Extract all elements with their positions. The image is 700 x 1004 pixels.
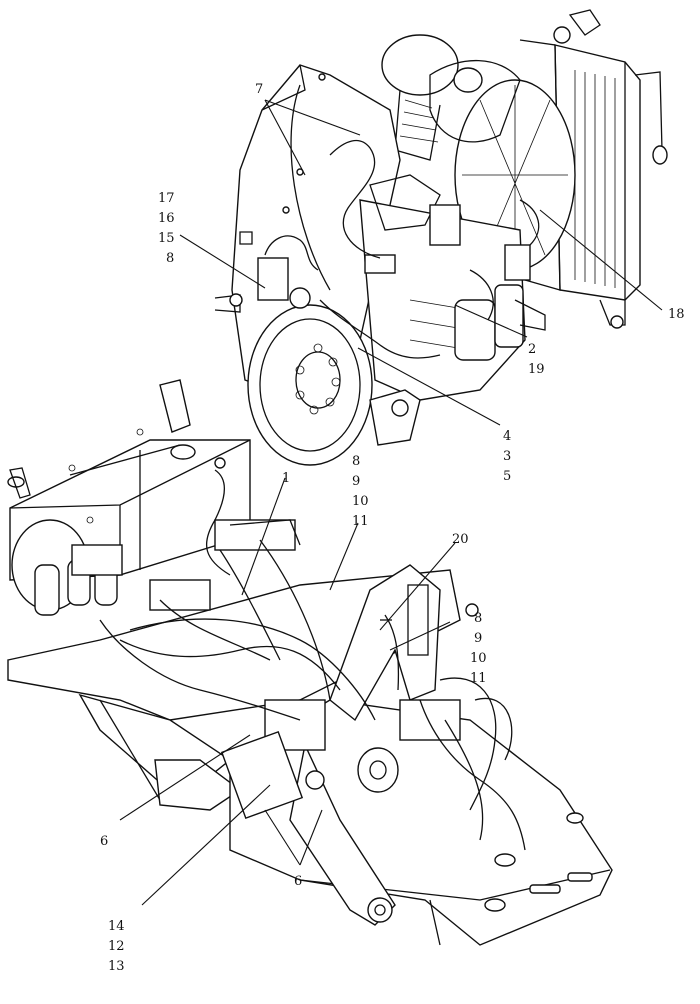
callout-label: 8: [352, 454, 360, 469]
callout-label: 14: [108, 919, 125, 934]
callout-17-16-15-8: 17 16 15 8: [158, 191, 175, 266]
callout-14-12-13: 14 12 13: [108, 919, 125, 974]
callout-label: 6: [100, 834, 108, 849]
callout-label: 2: [528, 342, 536, 357]
callout-7: 7: [255, 82, 263, 97]
callout-label: 4: [503, 429, 511, 444]
callout-label: 9: [474, 631, 482, 646]
engine-block: [231, 64, 546, 401]
chassis-harness: [206, 457, 479, 691]
callout-label: 19: [528, 362, 545, 377]
loader-arm: [289, 564, 441, 926]
callout-1: 1: [282, 471, 290, 486]
callout-label: 11: [470, 671, 487, 686]
callout-label: 1: [282, 471, 290, 486]
control-valves: [149, 519, 461, 820]
callout-label: 9: [352, 474, 360, 489]
callout-label: 6: [294, 874, 302, 889]
callout-label: 5: [503, 469, 511, 484]
engine-assembly: [214, 9, 668, 466]
filter-group: [34, 544, 123, 616]
callout-label: 7: [255, 82, 263, 97]
callout-label: 8: [166, 251, 174, 266]
engine-mount: [214, 293, 421, 446]
leader-lines: [119, 99, 663, 906]
callout-label: 8: [474, 611, 482, 626]
chassis-assembly: [7, 379, 613, 946]
callout-label: 17: [158, 191, 175, 206]
flywheel: [247, 304, 373, 466]
turbocharger: [381, 34, 521, 161]
callout-label: 3: [503, 449, 511, 464]
callout-label: 10: [470, 651, 487, 666]
callout-label: 16: [158, 211, 175, 226]
callout-20: 20: [452, 532, 469, 547]
callout-label: 15: [158, 231, 175, 246]
callout-18: 18: [668, 307, 685, 322]
callout-2-19: 2 19: [528, 342, 545, 377]
callout-label: 18: [668, 307, 685, 322]
callout-label: 10: [352, 494, 369, 509]
callout-8-9-10-11-upper: 8 9 10 11: [352, 454, 369, 529]
callout-6-left: 6: [100, 834, 108, 849]
callout-8-9-10-11-lower: 8 9 10 11: [470, 611, 487, 686]
engine-harness: [239, 139, 540, 359]
callout-6-center: 6: [294, 874, 302, 889]
callout-4-3-5: 4 3 5: [503, 429, 511, 484]
callout-label: 20: [452, 532, 469, 547]
callout-label: 12: [108, 939, 125, 954]
callout-label: 13: [108, 959, 125, 974]
callout-label: 11: [352, 514, 369, 529]
hydraulic-hoses: [99, 539, 526, 851]
